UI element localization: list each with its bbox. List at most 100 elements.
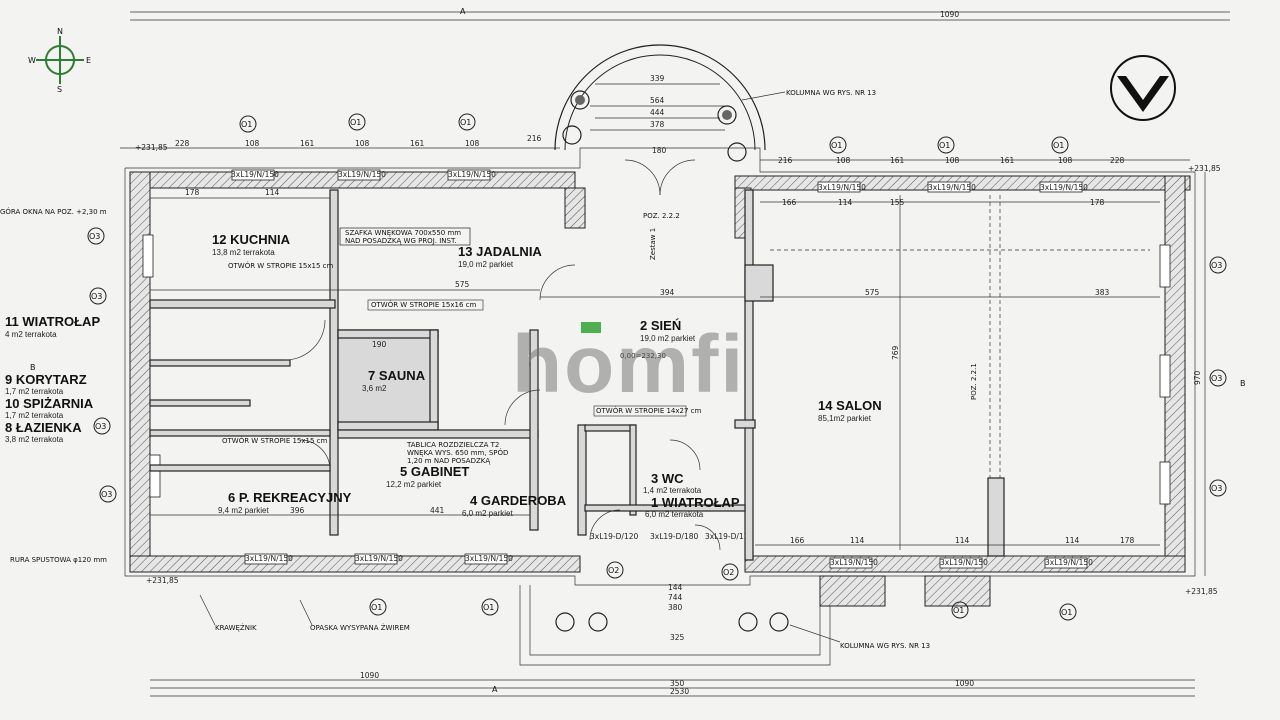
svg-text:161: 161 xyxy=(410,139,425,148)
svg-text:180: 180 xyxy=(652,146,667,155)
svg-text:108: 108 xyxy=(945,156,960,165)
room-8-label: 8 ŁAZIENKA xyxy=(5,420,82,435)
svg-text:155: 155 xyxy=(890,198,905,207)
svg-text:3,6 m2: 3,6 m2 xyxy=(362,384,387,393)
axis-markers: O1 O1 O1 O1 O1 O1 O1 O1 O1 O1 O2 O2 O3 O… xyxy=(30,7,1246,694)
entrance-steps: KOLUMNA WG RYS. NR 13 xyxy=(519,575,991,666)
svg-text:POZ. 2.2.2: POZ. 2.2.2 xyxy=(643,212,680,220)
svg-text:108: 108 xyxy=(836,156,851,165)
compass-s: S xyxy=(57,85,62,94)
svg-text:228: 228 xyxy=(175,139,190,148)
svg-text:12,2 m2 parkiet: 12,2 m2 parkiet xyxy=(386,480,442,489)
svg-text:394: 394 xyxy=(660,288,675,297)
svg-text:O1: O1 xyxy=(939,141,950,150)
svg-text:114: 114 xyxy=(850,536,865,545)
svg-text:108: 108 xyxy=(465,139,480,148)
svg-text:3xL19/N/150: 3xL19/N/150 xyxy=(465,554,513,563)
svg-text:O1: O1 xyxy=(953,606,964,615)
svg-text:144: 144 xyxy=(668,583,683,592)
svg-text:3xL19/N/150: 3xL19/N/150 xyxy=(940,558,988,567)
svg-text:339: 339 xyxy=(650,74,665,83)
column-icon xyxy=(722,110,732,120)
room-14-label: 14 SALON xyxy=(818,398,882,413)
room-12-label: 12 KUCHNIA xyxy=(212,232,291,247)
svg-text:3xL19/N/150: 3xL19/N/150 xyxy=(245,554,293,563)
svg-text:O1: O1 xyxy=(371,603,382,612)
svg-text:3xL19-D/180: 3xL19-D/180 xyxy=(650,532,698,541)
svg-text:228: 228 xyxy=(1110,156,1125,165)
svg-text:1090: 1090 xyxy=(955,679,974,688)
svg-text:3,8 m2 terrakota: 3,8 m2 terrakota xyxy=(5,435,64,444)
svg-text:O3: O3 xyxy=(1211,484,1222,493)
svg-text:108: 108 xyxy=(1058,156,1073,165)
svg-text:575: 575 xyxy=(455,280,470,289)
svg-text:108: 108 xyxy=(355,139,370,148)
svg-text:178: 178 xyxy=(1090,198,1105,207)
watermark-logo: homfi xyxy=(512,319,746,410)
svg-text:3xL19/N/150: 3xL19/N/150 xyxy=(355,554,403,563)
column-icon xyxy=(555,612,575,632)
svg-text:325: 325 xyxy=(670,633,685,642)
svg-text:6,0 m2 parkiet: 6,0 m2 parkiet xyxy=(462,509,513,518)
svg-text:6,0 m2 terrakota: 6,0 m2 terrakota xyxy=(645,510,704,519)
room-7-label: 7 SAUNA xyxy=(368,368,426,383)
note-kolumna-bottom: KOLUMNA WG RYS. NR 13 xyxy=(840,642,930,650)
column-icon xyxy=(717,105,737,125)
svg-text:3xL19/N/150: 3xL19/N/150 xyxy=(928,183,976,192)
svg-text:O1: O1 xyxy=(241,120,252,129)
svg-text:1,20 m NAD POSADZKĄ: 1,20 m NAD POSADZKĄ xyxy=(407,457,490,465)
svg-text:2530: 2530 xyxy=(670,687,689,696)
column-icon xyxy=(575,95,585,105)
svg-text:O3: O3 xyxy=(1211,374,1222,383)
svg-text:1,7 m2 terrakota: 1,7 m2 terrakota xyxy=(5,387,64,396)
svg-text:3xL19/N/150: 3xL19/N/150 xyxy=(830,558,878,567)
svg-text:161: 161 xyxy=(300,139,315,148)
svg-text:+231,85: +231,85 xyxy=(146,576,179,585)
room-1-label: 1 WIATROŁAP xyxy=(651,495,740,510)
svg-text:114: 114 xyxy=(838,198,853,207)
svg-text:350: 350 xyxy=(670,679,685,688)
svg-text:A: A xyxy=(492,685,498,694)
svg-text:1090: 1090 xyxy=(360,671,379,680)
room-10-label: 10 SPIŻARNIA xyxy=(5,396,94,411)
svg-text:NAD POSADZKĄ WG PROJ. INST.: NAD POSADZKĄ WG PROJ. INST. xyxy=(345,237,457,245)
svg-text:769: 769 xyxy=(891,345,900,360)
svg-text:3xL19/N/150: 3xL19/N/150 xyxy=(1045,558,1093,567)
room-9-label: 9 KORYTARZ xyxy=(5,372,87,387)
svg-text:744: 744 xyxy=(668,593,683,602)
room-labels: 12 KUCHNIA 13,8 m2 terrakota 13 JADALNIA… xyxy=(5,232,882,519)
column-icon xyxy=(588,612,608,632)
svg-text:3xL19/N/150: 3xL19/N/150 xyxy=(231,170,279,179)
svg-text:85,1m2 parkiet: 85,1m2 parkiet xyxy=(818,414,872,423)
svg-text:Zestaw 1: Zestaw 1 xyxy=(649,228,657,260)
svg-text:166: 166 xyxy=(782,198,797,207)
note-kolumna-top: KOLUMNA WG RYS. NR 13 xyxy=(786,89,876,97)
svg-text:KRAWĘŻNIK: KRAWĘŻNIK xyxy=(215,623,257,632)
svg-text:161: 161 xyxy=(1000,156,1015,165)
bottom-dimensions: 1090 350 1090 2530 +231,85 +231,85 xyxy=(146,576,1218,697)
room-5-label: 5 GABINET xyxy=(400,464,469,479)
svg-text:19,0 m2 parkiet: 19,0 m2 parkiet xyxy=(640,334,696,343)
svg-text:3xL19-D/120: 3xL19-D/120 xyxy=(705,532,753,541)
svg-text:1,4 m2 terrakota: 1,4 m2 terrakota xyxy=(643,486,702,495)
svg-text:O3: O3 xyxy=(101,490,112,499)
svg-text:A: A xyxy=(460,7,466,16)
svg-text:19,0 m2 parkiet: 19,0 m2 parkiet xyxy=(458,260,514,269)
svg-text:O2: O2 xyxy=(608,566,619,575)
svg-text:216: 216 xyxy=(778,156,793,165)
svg-text:4 m2 terrakota: 4 m2 terrakota xyxy=(5,330,57,339)
svg-text:O1: O1 xyxy=(1061,608,1072,617)
interior-walls xyxy=(149,189,1150,561)
svg-text:3xL19-D/120: 3xL19-D/120 xyxy=(590,532,638,541)
column-icon xyxy=(727,142,747,162)
room-3-label: 3 WC xyxy=(651,471,684,486)
svg-text:O1: O1 xyxy=(483,603,494,612)
svg-text:O1: O1 xyxy=(1053,141,1064,150)
column-icon xyxy=(562,125,582,145)
svg-text:TABLICA ROZDZIELCZA T2: TABLICA ROZDZIELCZA T2 xyxy=(406,441,499,449)
watermark-accent xyxy=(581,322,601,333)
svg-text:+231,85: +231,85 xyxy=(135,143,168,152)
svg-text:0,00=232,30: 0,00=232,30 xyxy=(620,352,666,360)
